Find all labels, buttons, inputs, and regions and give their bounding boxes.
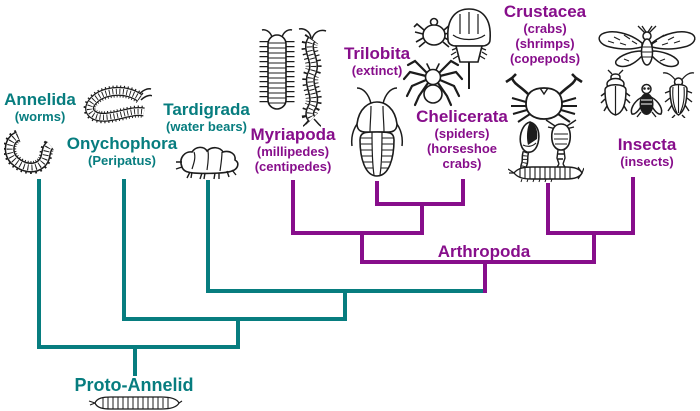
taxon-subtitle: (Peripatus) bbox=[88, 153, 156, 168]
taxon-name-myriapoda: Myriapoda bbox=[250, 125, 336, 144]
taxon-subtitle: (extinct) bbox=[351, 63, 403, 78]
cockroach-icon bbox=[662, 72, 695, 118]
taxon-label-onychophora: Onychophora (Peripatus) bbox=[52, 134, 192, 169]
taxon-subtitle: (copepods) bbox=[509, 51, 581, 66]
taxon-name-trilobita: Trilobita bbox=[343, 44, 411, 63]
taxon-label-trilobita: Trilobita (extinct) bbox=[328, 44, 426, 79]
taxon-label-chelicerata: Chelicerata (spiders) (horseshoe crabs) bbox=[406, 107, 518, 172]
taxon-name-insecta: Insecta bbox=[617, 135, 677, 154]
clade-label-arthropoda: Arthropoda bbox=[428, 243, 540, 261]
horseshoe-crab-icon bbox=[447, 8, 491, 89]
millipede-icon bbox=[259, 29, 295, 110]
crab-icon bbox=[505, 73, 583, 123]
taxon-subtitle: (millipedes) bbox=[256, 144, 330, 159]
taxon-name-annelida: Annelida bbox=[4, 90, 76, 109]
taxon-subtitle: (insects) bbox=[620, 154, 674, 169]
centipede-icon bbox=[298, 28, 327, 127]
taxon-name-crustacea: Crustacea bbox=[503, 2, 587, 21]
taxon-subtitle: (centipedes) bbox=[254, 159, 332, 174]
clade-name-arthropoda: Arthropoda bbox=[437, 242, 531, 261]
proto-annelid-worm-icon bbox=[88, 396, 183, 410]
taxon-subtitle: (crabs) bbox=[523, 21, 567, 36]
fly-icon bbox=[630, 83, 663, 118]
taxon-label-annelida: Annelida (worms) bbox=[0, 90, 80, 125]
taxon-subtitle: crabs) bbox=[442, 156, 482, 171]
taxon-name-tardigrada: Tardigrada bbox=[163, 100, 250, 119]
taxon-name-chelicerata: Chelicerata bbox=[416, 107, 508, 126]
root-name-proto-annelid: Proto-Annelid bbox=[74, 375, 194, 395]
shrimp-icon bbox=[508, 166, 584, 183]
water-bear-icon bbox=[175, 146, 239, 180]
taxon-name-onychophora: Onychophora bbox=[66, 134, 178, 153]
taxon-label-crustacea: Crustacea (crabs) (shrimps) (copepods) bbox=[495, 2, 595, 67]
beetle-icon bbox=[600, 69, 631, 116]
taxon-subtitle: (horseshoe bbox=[426, 141, 498, 156]
taxon-label-tardigrada: Tardigrada (water bears) bbox=[150, 100, 263, 135]
taxon-subtitle: (worms) bbox=[14, 109, 66, 124]
trilobite-icon bbox=[351, 87, 403, 177]
spider-icon bbox=[402, 59, 464, 107]
moth-icon bbox=[598, 25, 696, 68]
taxon-subtitle: (shrimps) bbox=[515, 36, 575, 51]
taxon-subtitle: (spiders) bbox=[434, 126, 490, 141]
purple-branch-lines bbox=[291, 177, 635, 293]
taxon-label-myriapoda: Myriapoda (millipedes) (centipedes) bbox=[243, 125, 343, 175]
velvet-worm-icon bbox=[83, 85, 152, 124]
taxon-label-insecta: Insecta (insects) bbox=[598, 135, 696, 170]
taxon-subtitle: (water bears) bbox=[166, 119, 247, 134]
teal-branch-lines bbox=[37, 179, 483, 376]
segmented-worm-icon bbox=[4, 129, 55, 175]
copepod-icon bbox=[545, 119, 577, 174]
root-label-proto-annelid: Proto-Annelid bbox=[59, 376, 209, 395]
